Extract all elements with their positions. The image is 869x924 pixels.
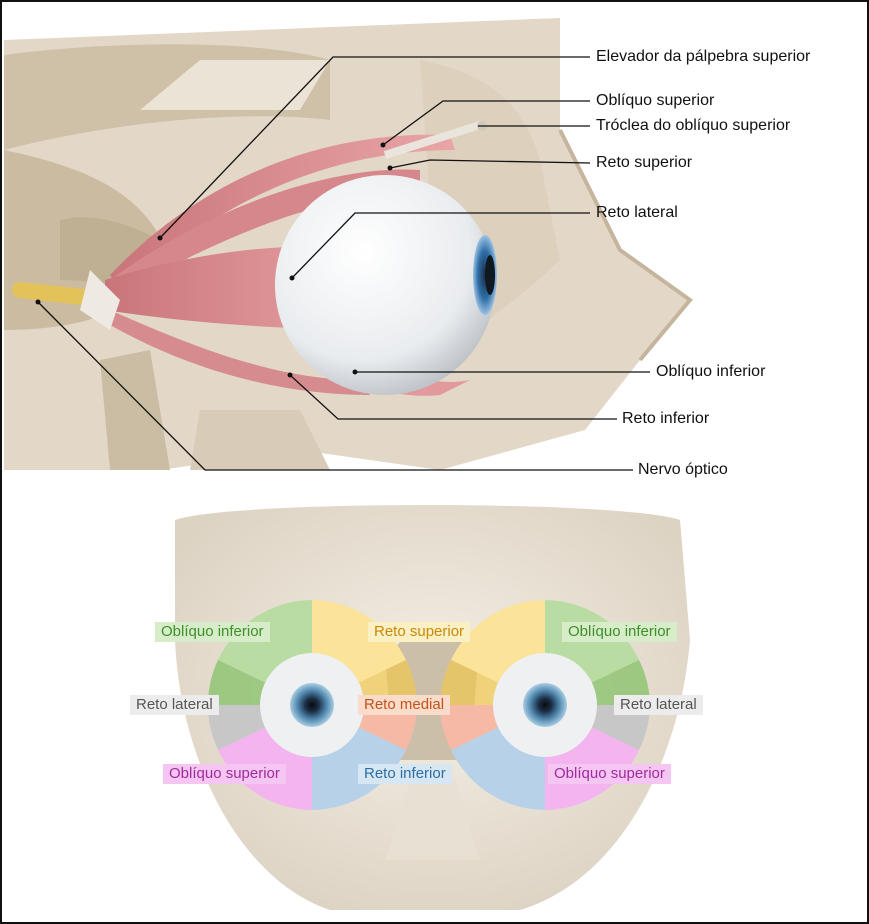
tag-reto-lateral-right: Reto lateral	[614, 695, 703, 715]
tag-reto-inferior: Reto inferior	[358, 764, 452, 784]
tag-obliquo-superior-left: Oblíquo superior	[163, 764, 286, 784]
tag-reto-lateral-left: Reto lateral	[130, 695, 219, 715]
label-troclea: Tróclea do oblíquo superior	[596, 117, 790, 135]
label-obliquo-superior: Oblíquo superior	[596, 92, 714, 110]
label-nervo-optico: Nervo óptico	[638, 461, 728, 479]
tag-obliquo-inferior-left: Oblíquo inferior	[155, 622, 270, 642]
tag-reto-superior: Reto superior	[368, 622, 470, 642]
label-reto-inferior: Reto inferior	[622, 410, 709, 428]
label-reto-superior: Reto superior	[596, 154, 692, 172]
label-elevador-palpebra-superior: Elevador da pálpebra superior	[596, 48, 810, 66]
tag-obliquo-superior-right: Oblíquo superior	[548, 764, 671, 784]
tag-reto-medial: Reto medial	[358, 695, 450, 715]
tag-obliquo-inferior-right: Oblíquo inferior	[562, 622, 677, 642]
label-obliquo-inferior: Oblíquo inferior	[656, 363, 765, 381]
label-reto-lateral: Reto lateral	[596, 204, 678, 222]
